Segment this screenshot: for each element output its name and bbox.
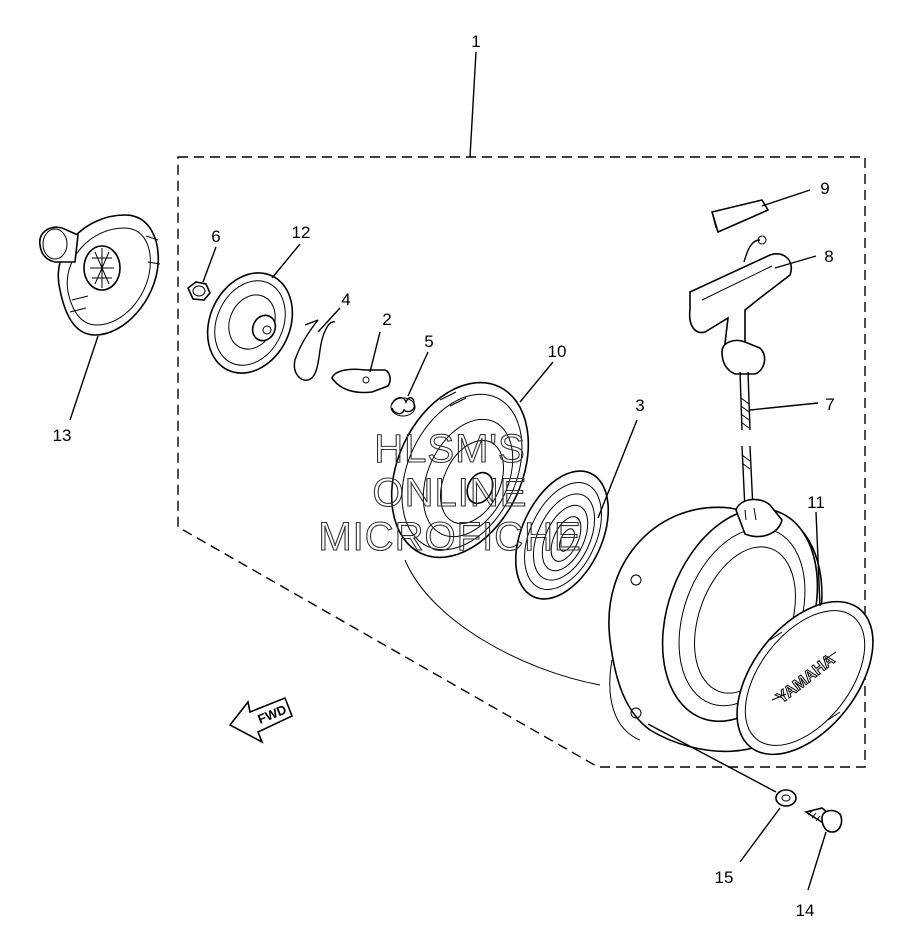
starter-pulley	[39, 214, 161, 336]
callout-5: 5	[424, 332, 433, 351]
callout-14: 14	[796, 901, 815, 920]
bolt	[803, 807, 843, 833]
callout-3: 3	[635, 396, 644, 415]
pawl-spring	[390, 397, 416, 417]
watermark-line-2: ONLINE	[373, 471, 528, 515]
callout-4: 4	[341, 290, 350, 309]
callout-13: 13	[53, 426, 72, 445]
callout-10: 10	[548, 342, 567, 361]
callout-1: 1	[471, 32, 480, 51]
pawl	[331, 368, 391, 394]
callout-7: 7	[825, 395, 834, 414]
callout-9: 9	[820, 179, 829, 198]
friction-plate	[206, 272, 294, 374]
washer	[775, 789, 797, 807]
assembly-boundary	[177, 156, 866, 768]
callout-2: 2	[382, 310, 391, 329]
leader-lines	[69, 51, 827, 891]
callout-11: 11	[807, 493, 825, 512]
fwd-arrow: FWD	[228, 696, 294, 744]
handle-cap	[710, 199, 770, 234]
recoil-spring	[514, 470, 610, 600]
callout-15: 15	[715, 868, 734, 887]
watermark-line-1: HLSM'S	[374, 427, 525, 471]
nut	[187, 281, 211, 301]
callout-labels: 1 2 3 4 5 6 7 8 9 10 11 12 13 14 15	[53, 32, 835, 920]
starter-rope	[739, 371, 754, 511]
watermark: HLSM'S ONLINE MICROFICHE	[318, 426, 581, 559]
callout-12: 12	[292, 223, 311, 242]
watermark-line-3: MICROFICHE	[318, 515, 581, 559]
spring-clip	[293, 319, 336, 381]
callout-8: 8	[824, 247, 833, 266]
callout-6: 6	[211, 227, 220, 246]
cover-plate: YAMAHA	[736, 600, 874, 756]
starter-handle	[688, 235, 792, 375]
sheave-drum	[390, 381, 601, 686]
